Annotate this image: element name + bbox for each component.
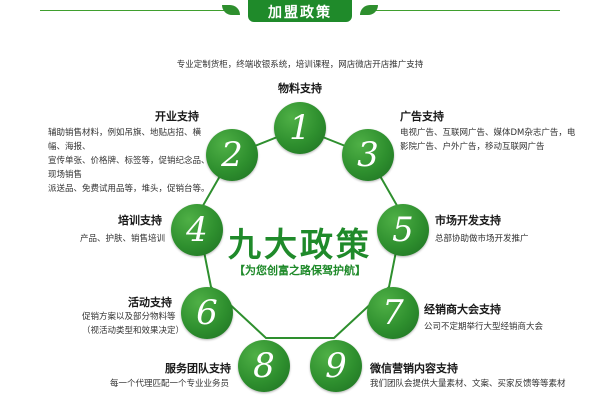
policy-desc-8: 每一个代理匹配一个专业业务员: [110, 379, 230, 389]
leaf-icon: [222, 5, 240, 15]
policy-label-2: 开业支持: [155, 110, 199, 123]
top-note: 专业定制货柜，终端收银系统，培训课程，网店微店开店推广支持: [176, 60, 424, 70]
header-left-line: [40, 10, 235, 11]
policy-desc-5: 总部协助做市场开发推广: [435, 234, 529, 244]
policy-circle-2: 2: [206, 129, 258, 181]
policy-label-7: 经销商大会支持: [424, 303, 501, 316]
policy-circle-5: 5: [377, 204, 429, 256]
header-bar: 加盟政策: [0, 0, 600, 22]
policy-desc-4: 产品、护肤、销售培训: [80, 234, 166, 244]
policy-label-6: 活动支持: [128, 296, 172, 309]
policy-circle-8: 8: [238, 340, 290, 392]
header-right-line: [365, 10, 560, 11]
policy-circle-3: 3: [342, 129, 394, 181]
policy-label-5: 市场开发支持: [435, 214, 501, 227]
ring-polygon: [195, 126, 405, 339]
policy-desc-7: 公司不定期举行大型经销商大会: [424, 322, 544, 332]
policy-circle-1: 1: [274, 102, 326, 154]
policy-label-8: 服务团队支持: [165, 362, 231, 375]
policy-desc-2: 辅助销售材料，例如吊旗、地贴店招、横幅、海报、 宣传单张、价格牌、标签等，促销纪…: [48, 128, 210, 194]
policy-desc-3: 电视广告、互联网广告、媒体DM杂志广告，电 影院广告、户外广告，移动互联网广告: [400, 128, 576, 152]
policy-circle-6: 6: [181, 287, 233, 339]
policy-label-9: 微信营销内容支持: [370, 362, 458, 375]
center-title: 九大政策: [228, 225, 372, 264]
policy-circle-9: 9: [310, 340, 362, 392]
policy-desc-9: 我们团队会提供大量素材、文案、买家反馈等等素材: [370, 379, 566, 389]
policy-circle-7: 7: [367, 287, 419, 339]
policy-circle-4: 4: [171, 204, 223, 256]
policy-label-4: 培训支持: [118, 214, 162, 227]
policy-label-1: 物料支持: [278, 82, 322, 95]
center-subtitle: 【为您创富之路保驾护航】: [234, 264, 366, 277]
page-title: 加盟政策: [268, 5, 332, 21]
policy-label-3: 广告支持: [400, 110, 444, 123]
policy-desc-6: 促销方案以及部分物料等 （视活动类型和效果决定）: [82, 312, 185, 336]
title-box: 加盟政策: [248, 0, 352, 22]
